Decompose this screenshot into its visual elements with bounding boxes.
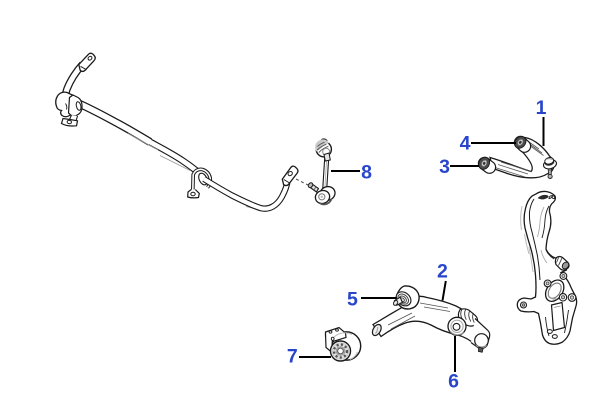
svg-text:5: 5 [347, 289, 358, 311]
svg-text:1: 1 [536, 97, 547, 119]
svg-text:2: 2 [437, 261, 448, 283]
svg-text:8: 8 [361, 162, 372, 184]
svg-text:4: 4 [460, 133, 471, 155]
svg-text:6: 6 [448, 370, 459, 392]
svg-text:7: 7 [287, 346, 298, 368]
svg-text:3: 3 [439, 156, 450, 178]
